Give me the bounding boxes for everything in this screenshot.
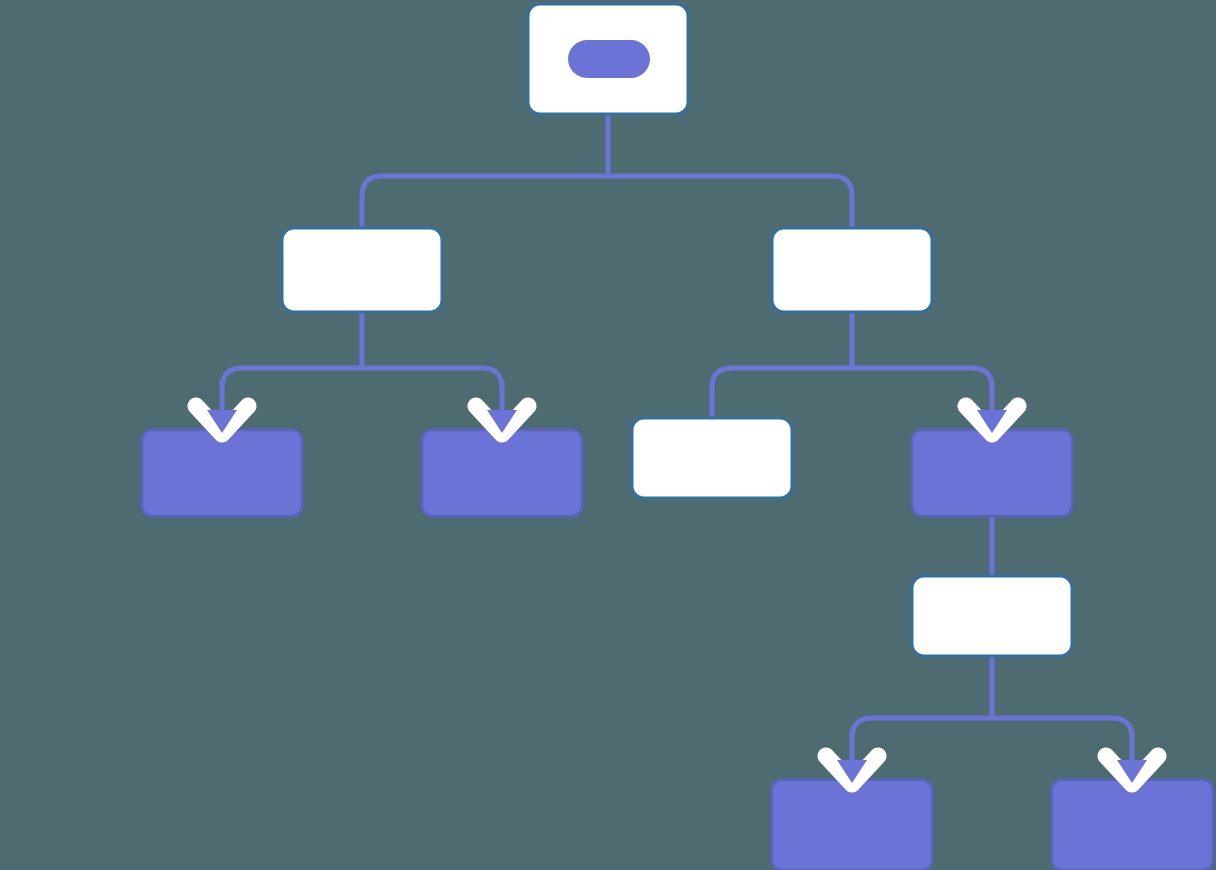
node-body	[770, 778, 934, 870]
node-l3-c[interactable]	[630, 416, 794, 500]
node-body	[140, 428, 304, 518]
arrow-halo-chevron	[187, 397, 257, 443]
node-l3-d[interactable]	[910, 428, 1074, 518]
arrowhead-edge-l4-to-l5right	[1097, 730, 1167, 793]
node-body	[910, 574, 1074, 658]
arrow-head-triangle	[1117, 760, 1147, 783]
connector-edge-root-to-l2-left	[359, 173, 608, 228]
node-l4[interactable]	[910, 574, 1074, 658]
node-l5-right[interactable]	[1050, 778, 1215, 870]
node-l2-left[interactable]	[280, 226, 444, 314]
nodes-layer	[140, 2, 1215, 870]
connector-edge-l2right-to-l3c	[709, 365, 852, 418]
node-body	[910, 428, 1074, 518]
arrow-halo-chevron	[817, 747, 887, 793]
node-l3-a[interactable]	[140, 428, 304, 518]
edges-layer	[219, 42, 1135, 782]
node-body	[1050, 778, 1215, 870]
arrowhead-edge-l2left-to-l3a	[187, 380, 257, 443]
node-body	[420, 428, 584, 518]
arrow-halo-chevron	[957, 397, 1027, 443]
arrowhead-edge-l2right-to-l3d	[957, 380, 1027, 443]
arrowhead-edge-l2left-to-l3b	[467, 380, 537, 443]
connector-edge-root-to-l2-right	[608, 173, 855, 228]
node-body	[280, 226, 444, 314]
arrow-halo-chevron	[1097, 747, 1167, 793]
node-body	[630, 416, 794, 500]
arrowhead-edge-l4-to-l5left	[817, 730, 887, 793]
node-l2-right[interactable]	[770, 226, 934, 314]
node-root[interactable]	[526, 2, 690, 116]
node-l5-left[interactable]	[770, 778, 934, 870]
node-l3-b[interactable]	[420, 428, 584, 518]
arrow-head-triangle	[837, 760, 867, 783]
arrow-head-triangle	[977, 410, 1007, 433]
node-pill-badge	[568, 40, 650, 78]
arrow-head-triangle	[487, 410, 517, 433]
arrow-halo-chevron	[467, 397, 537, 443]
arrowheads-layer	[187, 380, 1167, 793]
node-body	[770, 226, 934, 314]
arrow-head-triangle	[207, 410, 237, 433]
